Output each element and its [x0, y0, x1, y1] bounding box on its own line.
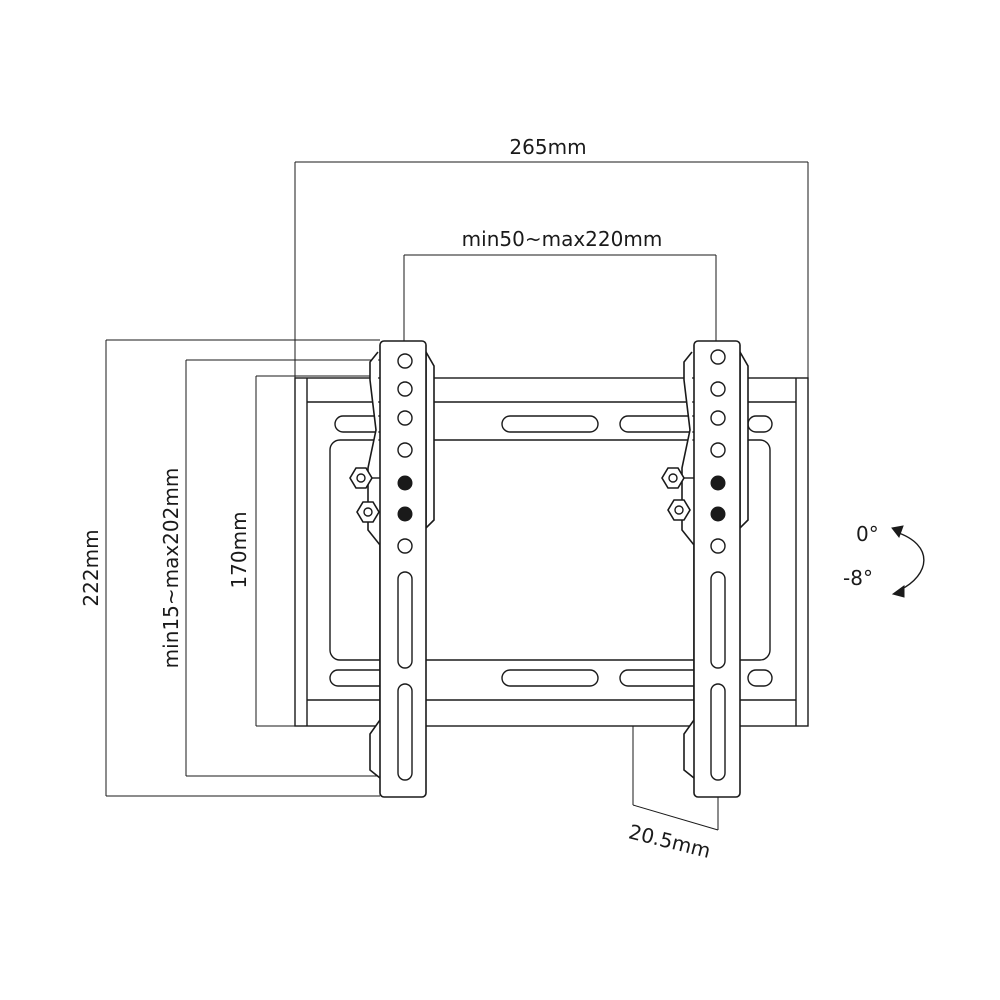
tilt-bottom-angle-label: -8°: [843, 566, 873, 590]
tilt-arrow-bottom-icon: [891, 585, 905, 598]
vesa-vertical-label: min15~max202mm: [159, 468, 183, 669]
overall-height-dimension: 222mm: [79, 339, 380, 797]
right-bracket: [661, 340, 749, 798]
wall-depth-label: 20.5mm: [626, 819, 713, 862]
right-lower-bolt: [667, 499, 691, 521]
overall-width-dimension: 265mm: [294, 135, 809, 380]
tilt-indicator: 0° -8°: [843, 522, 925, 598]
frame-height-label: 170mm: [227, 511, 251, 588]
vesa-horizontal-label: min50~max220mm: [462, 227, 663, 251]
vesa-horizontal-dimension: min50~max220mm: [403, 227, 717, 360]
left-bracket: [349, 340, 435, 798]
overall-width-label: 265mm: [509, 135, 586, 159]
right-upper-bolt: [661, 467, 694, 489]
vesa-vertical-dimension: min15~max202mm: [159, 359, 402, 777]
overall-height-label: 222mm: [79, 529, 103, 606]
frame-height-dimension: 170mm: [227, 375, 372, 727]
left-upper-bolt: [349, 467, 380, 489]
left-lower-bolt: [356, 501, 380, 523]
tilt-arrow-top-icon: [891, 525, 904, 539]
tilt-top-angle-label: 0°: [856, 522, 879, 546]
